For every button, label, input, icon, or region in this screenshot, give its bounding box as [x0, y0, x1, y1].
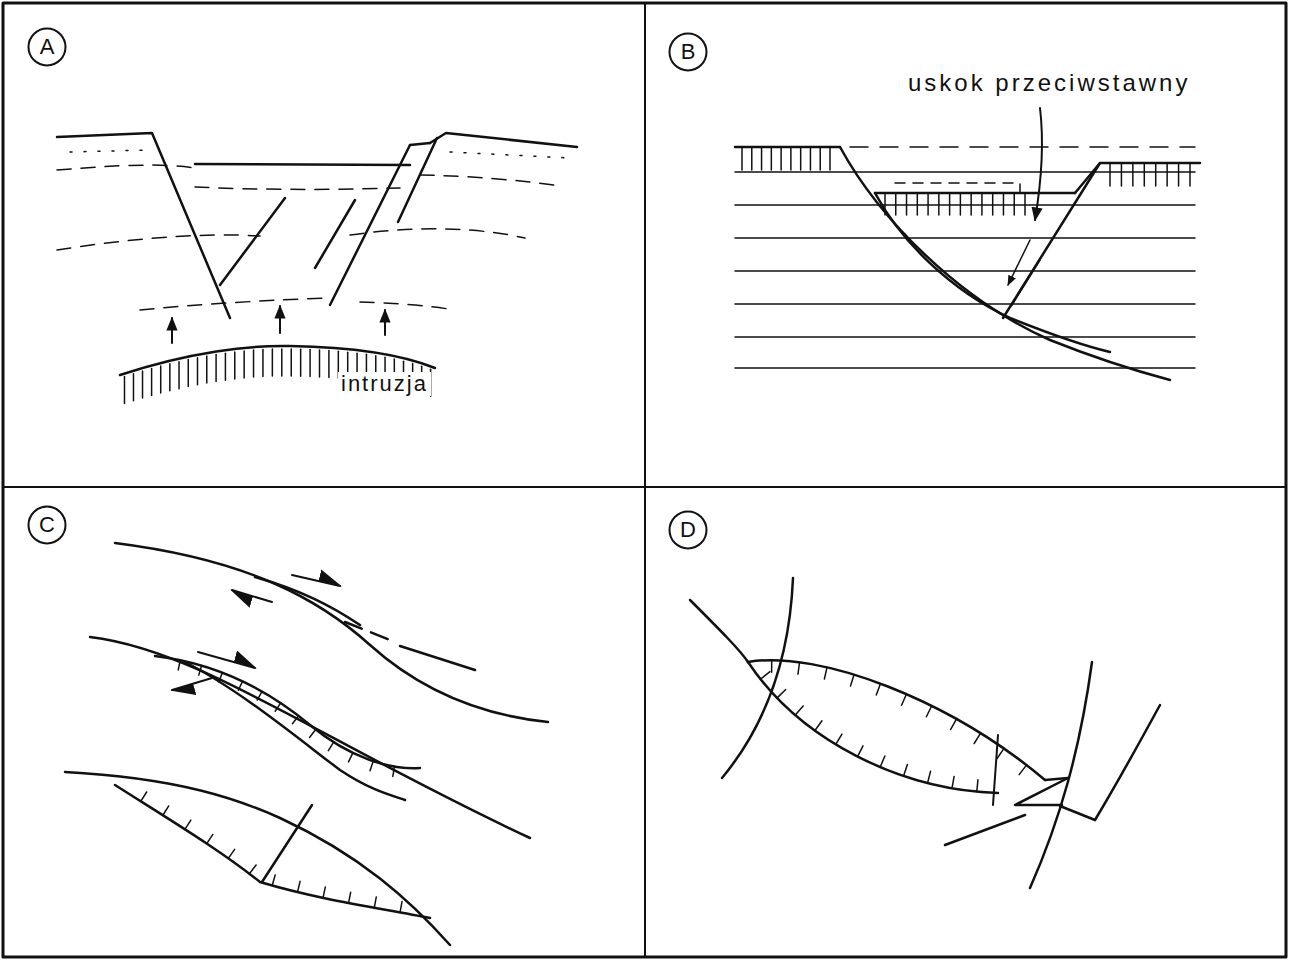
panel-letter-text: B — [681, 41, 696, 63]
panel-letter: C — [27, 505, 67, 545]
strike-slip-lenses — [65, 543, 548, 945]
fault-label: uskok przeciwstawny — [905, 70, 1193, 96]
panel-letter-text: D — [680, 519, 696, 541]
frame — [3, 3, 1286, 957]
divider — [3, 486, 1286, 488]
panel-letter-text: C — [39, 514, 55, 536]
intrusion-label: intruzja — [338, 372, 431, 396]
panel-letter: D — [668, 510, 708, 550]
pull-apart-lenses — [690, 578, 1160, 888]
listric-fault-section — [735, 108, 1200, 380]
panel-letter: B — [668, 32, 708, 72]
panel-letter: A — [27, 27, 67, 67]
graben-section — [57, 133, 577, 404]
divider — [644, 3, 646, 957]
panel-letter-text: A — [40, 36, 55, 58]
